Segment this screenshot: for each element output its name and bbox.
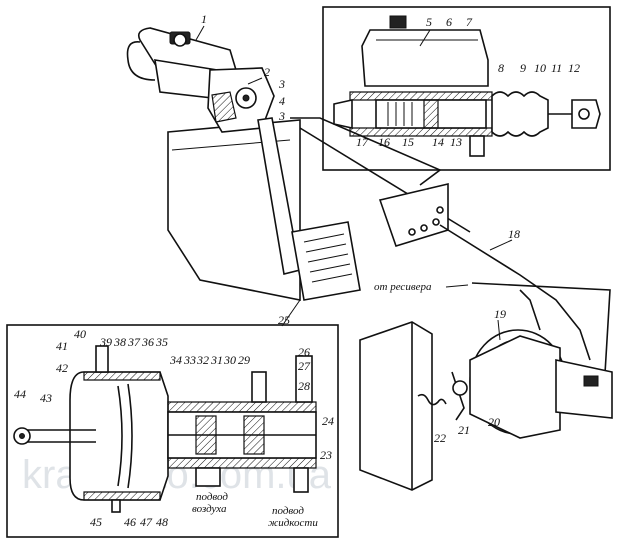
callout-33: 33 [183,353,196,367]
callout-35: 35 [155,335,168,349]
callout-18: 18 [508,227,520,241]
callout-labels: 1 2 3 4 3 5 6 7 8 9 10 11 12 13 14 15 16… [14,12,580,529]
caption-fluid-supply-line1: подвод [272,505,304,517]
callout-11: 11 [551,61,562,75]
callout-44: 44 [14,387,26,401]
callout-4: 4 [279,94,285,108]
callout-15: 15 [402,135,414,149]
callout-22: 22 [434,431,446,445]
callout-42: 42 [56,361,68,375]
callout-16: 16 [378,135,390,149]
callout-20: 20 [488,415,500,429]
callout-14: 14 [432,135,444,149]
booster-section-inset [6,324,339,538]
caption-air-supply-line2: воздуха [192,503,227,515]
booster-assembly [359,224,613,491]
callout-19: 19 [494,307,506,321]
callout-48: 48 [156,515,168,529]
callout-9: 9 [520,61,526,75]
callout-8: 8 [498,61,504,75]
callout-31: 31 [210,353,223,367]
callout-32: 32 [196,353,209,367]
callout-28: 28 [298,379,310,393]
callout-45: 45 [90,515,102,529]
callout-46: 46 [124,515,136,529]
callout-40: 40 [74,327,86,341]
callout-41: 41 [56,339,68,353]
caption-air-supply-line1: подвод [196,491,228,503]
caption-fluid-supply-line2: жидкости [268,517,318,529]
callout-23: 23 [320,448,332,462]
callout-3b: 3 [278,109,285,123]
receiver-arrow [445,284,469,288]
callout-27: 27 [298,359,311,373]
callout-3a: 3 [278,77,285,91]
callout-26: 26 [298,345,310,359]
callout-17: 17 [356,135,369,149]
callout-43: 43 [40,391,52,405]
callout-13: 13 [450,135,462,149]
callout-10: 10 [534,61,546,75]
callout-2: 2 [264,65,270,79]
callout-34: 34 [169,353,182,367]
inset-frame-top [322,6,611,171]
callout-24: 24 [322,414,334,428]
callout-1: 1 [201,12,207,26]
inset-frame-bottom [6,324,339,538]
callout-25: 25 [278,313,290,327]
callout-6: 6 [446,15,452,29]
callout-29: 29 [238,353,250,367]
callout-36: 36 [141,335,154,349]
callout-12: 12 [568,61,580,75]
leader-lines [195,25,513,341]
master-cylinder-inset [322,6,611,171]
caption-from-receiver: от ресивера [374,281,432,293]
callout-47: 47 [140,515,153,529]
callout-38: 38 [113,335,126,349]
callout-21: 21 [458,423,470,437]
callout-30: 30 [223,353,236,367]
callout-39: 39 [99,335,112,349]
callout-7: 7 [466,15,473,29]
callout-5: 5 [426,15,432,29]
callout-37: 37 [127,335,141,349]
